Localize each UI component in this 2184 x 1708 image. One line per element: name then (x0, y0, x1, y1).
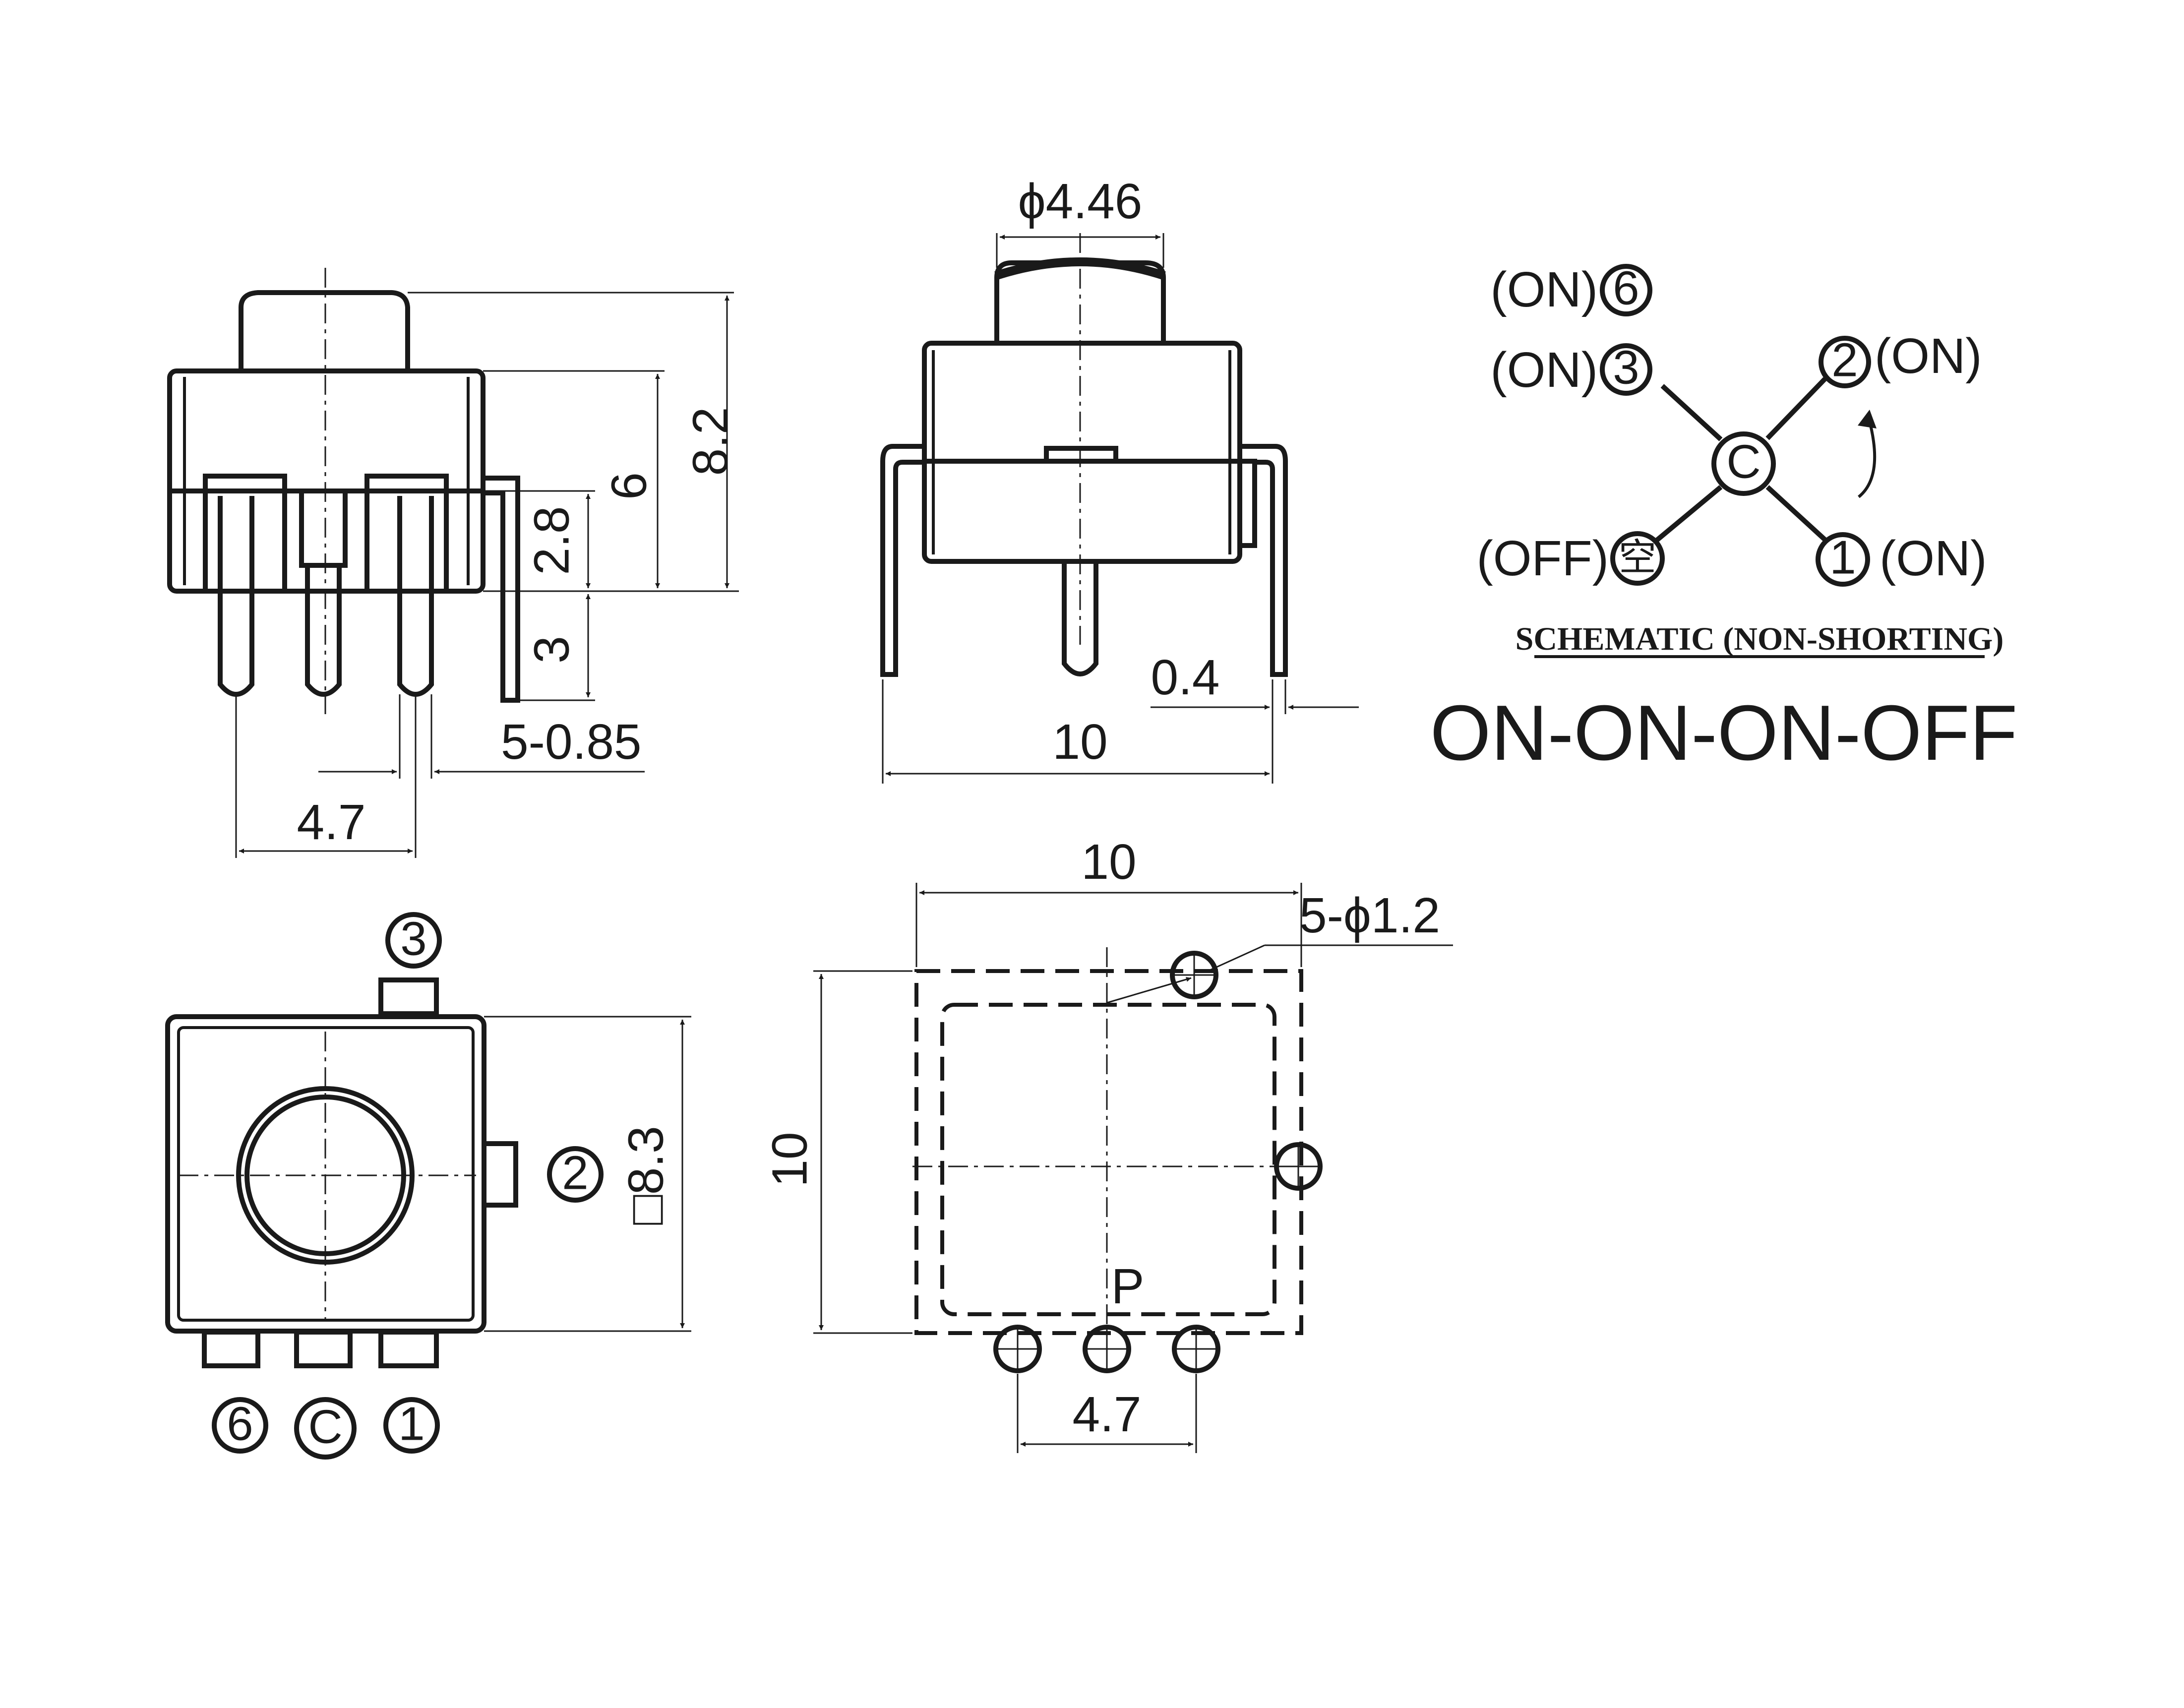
pcb-outline-inner (940, 1003, 1276, 1316)
dim-body-height: 6 (601, 472, 657, 500)
front-pin-left (218, 496, 254, 697)
side-lead-left (880, 444, 924, 677)
dim-pin-length: 3 (524, 636, 579, 664)
front-body (167, 368, 485, 594)
schematic-on-label-3: (ON) (1490, 342, 1598, 398)
dim-side-width: 10 (1052, 714, 1107, 770)
schematic-pin-c-label: C (1726, 435, 1760, 488)
side-lead-right (1240, 444, 1288, 677)
schematic-pin-empty (1610, 531, 1665, 586)
schematic-on-label-2: (ON) (1875, 328, 1982, 384)
top-pin-1-label: 1 (398, 1397, 425, 1450)
schematic-pin-c (1711, 431, 1776, 496)
schematic-off-label: (OFF) (1476, 531, 1609, 586)
pcb-dim-height: 10 (762, 1132, 817, 1187)
top-tab-c (294, 1330, 353, 1368)
schematic-pin-2 (1819, 336, 1871, 388)
pcb-hole-bottom-left (993, 1325, 1042, 1373)
pcb-hole-bottom-center (1083, 1325, 1131, 1373)
top-body (165, 1014, 486, 1334)
top-pin-6-label: 6 (227, 1397, 253, 1450)
top-pin-6-circle (212, 1397, 268, 1454)
front-pin-center (305, 565, 342, 697)
schematic-pin-6 (1600, 264, 1652, 316)
dim-body-size: □8.3 (618, 1126, 673, 1224)
front-actuator (239, 290, 410, 369)
schematic-on-label-6: (ON) (1490, 262, 1598, 317)
side-center-pin (1062, 561, 1098, 676)
pcb-dim-pitch: 4.7 (1072, 1387, 1141, 1442)
top-pin-1-circle (383, 1397, 440, 1454)
top-tab-2 (482, 1141, 518, 1208)
top-pin-2-circle (547, 1146, 604, 1203)
top-pin-c-label: C (308, 1400, 342, 1453)
schematic-pin-1-label: 1 (1829, 531, 1856, 584)
pcb-outline-outer (914, 969, 1303, 1335)
top-view: 3 2 6 C 1 □8.3 (165, 912, 691, 1460)
front-pin-housing-left (203, 474, 287, 594)
front-side-lead (483, 476, 520, 703)
side-body (922, 341, 1242, 564)
pcb-dim-hole: 5-ϕ1.2 (1299, 888, 1440, 943)
pcb-layout: P 10 10 5-ϕ1.2 4.7 (762, 834, 1453, 1453)
pcb-hole-right (1274, 1142, 1323, 1191)
pcb-label-p: P (1111, 1259, 1145, 1314)
front-pin-housing-center (299, 488, 348, 568)
top-pin-2-label: 2 (562, 1146, 588, 1199)
pcb-hole-bottom-right (1172, 1325, 1220, 1373)
top-pin-3-label: 3 (400, 912, 426, 965)
top-tab-3 (378, 977, 439, 1016)
schematic-pin-3-label: 3 (1613, 341, 1639, 394)
front-view: 8.2 6 2.8 3 5-0.85 4.7 (167, 268, 739, 858)
side-view: ϕ4.46 0.4 10 (880, 174, 1359, 784)
schematic-pin-empty-label: 空 (1619, 537, 1656, 579)
dim-pin-stub: 2.8 (524, 506, 579, 575)
dim-pin-width: 5-0.85 (501, 714, 642, 770)
top-pin-c-circle (294, 1397, 357, 1460)
schematic-pin-3 (1600, 343, 1652, 396)
dim-actuator-dia: ϕ4.46 (1018, 174, 1143, 229)
schematic-pin-6-label: 6 (1613, 261, 1639, 314)
schematic-pin-2-label: 2 (1831, 333, 1858, 386)
schematic-caption: SCHEMATIC (NON-SHORTING) (1516, 621, 2004, 657)
switch-mode-title: ON-ON-ON-OFF (1430, 689, 2018, 777)
top-tab-1 (378, 1330, 439, 1368)
front-pin-housing-right (364, 474, 449, 594)
pcb-dim-width: 10 (1081, 834, 1136, 890)
dim-lead-thickness: 0.4 (1151, 650, 1219, 705)
schematic-on-label-1: (ON) (1880, 531, 1987, 586)
pcb-hole-top (1170, 951, 1218, 999)
top-tab-6 (202, 1330, 260, 1368)
top-pin-3-circle (385, 912, 442, 969)
schematic-pin-1 (1816, 532, 1870, 587)
dim-total-height: 8.2 (682, 407, 738, 476)
front-pin-right (397, 496, 434, 697)
schematic: 6 3 2 C 空 1 (ON) (ON) (ON) (OFF) (ON) SC… (1430, 261, 2018, 777)
dim-pin-pitch: 4.7 (297, 794, 365, 850)
